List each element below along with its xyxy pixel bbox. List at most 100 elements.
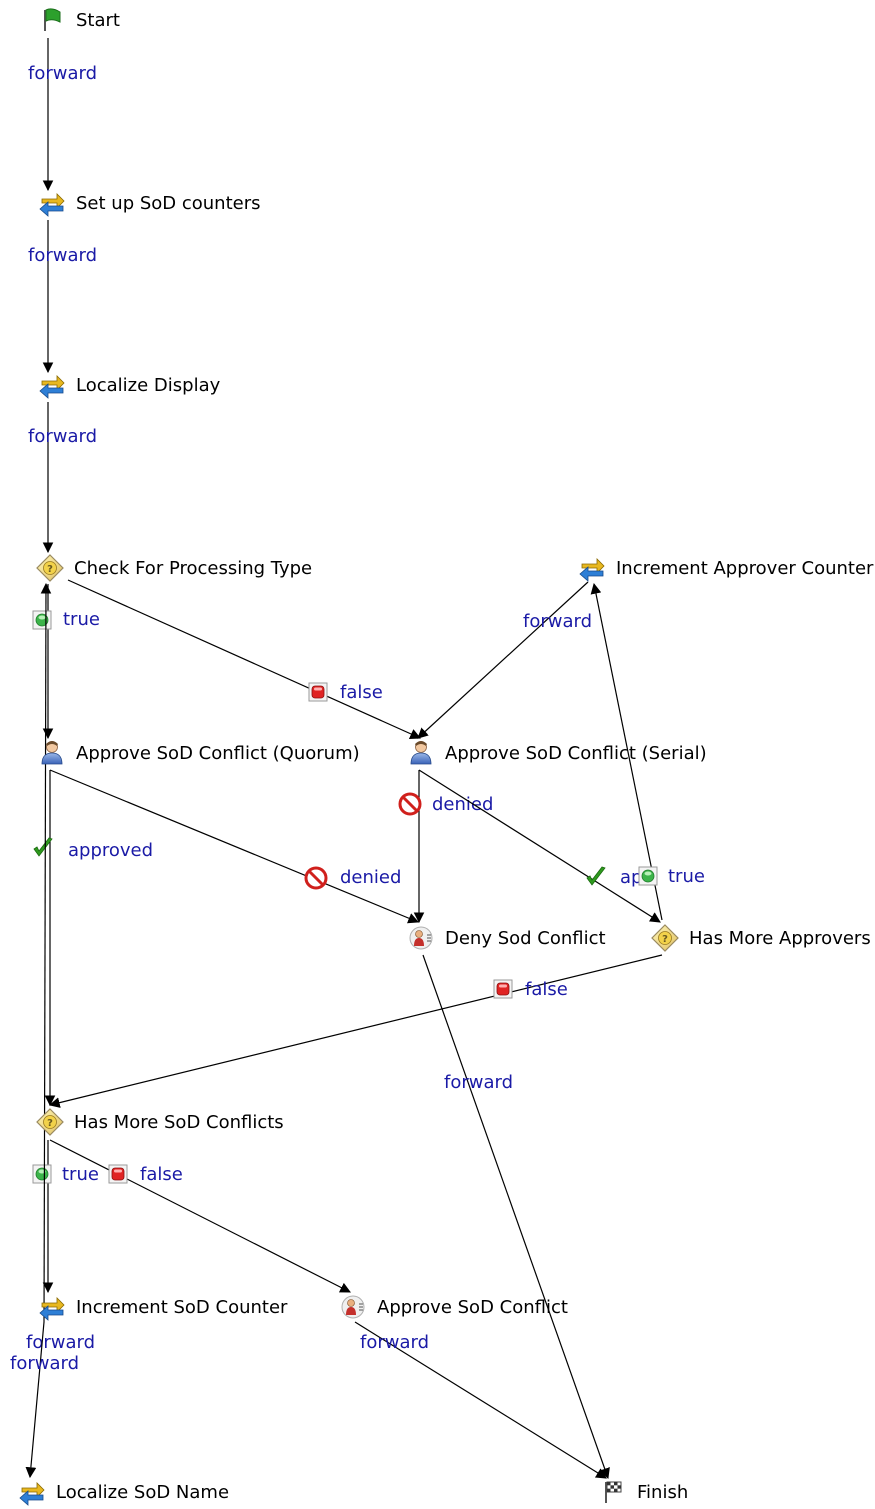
edge-label: forward xyxy=(360,1332,429,1353)
node-approve-serial[interactable]: Approve SoD Conflict (Serial) xyxy=(410,741,707,765)
false-red-icon xyxy=(493,979,513,999)
edge-approve_quorum-to-more_conflicts[interactable]: approved xyxy=(33,770,153,1107)
edge-line xyxy=(422,954,610,1480)
edge-more_conflicts-to-inc_sod[interactable]: true xyxy=(32,1140,99,1294)
node-inc-approver[interactable]: Increment Approver Counter xyxy=(579,558,874,582)
node-label: Has More SoD Conflicts xyxy=(74,1112,284,1133)
decision-question-icon: ? xyxy=(651,924,679,952)
denied-circle-icon xyxy=(398,792,422,816)
start-flag-icon xyxy=(44,8,61,31)
true-green-icon xyxy=(32,610,52,630)
user-approval-icon xyxy=(410,741,432,765)
edge-more_approvers-to-inc_approver[interactable]: true xyxy=(590,582,705,921)
svg-text:?: ? xyxy=(47,564,53,575)
node-label: Finish xyxy=(637,1482,688,1503)
edge-label: forward xyxy=(28,63,97,84)
decision-question-icon: ? xyxy=(36,1108,64,1136)
edge-more_approvers-to-more_conflicts[interactable]: false xyxy=(48,954,663,1108)
edge-inc_approver-to-approve_serial[interactable]: forward xyxy=(417,581,592,739)
edge-check_type-to-approve_quorum[interactable]: true xyxy=(32,584,100,740)
edge-approve_serial-to-deny[interactable]: denied xyxy=(398,770,493,924)
node-start[interactable]: Start xyxy=(44,8,120,31)
node-localize-display[interactable]: Localize Display xyxy=(39,375,221,399)
user-approval-icon xyxy=(41,741,63,765)
true-green-icon xyxy=(32,1164,52,1184)
edge-check_type-to-approve_serial[interactable]: false xyxy=(67,579,421,739)
edge-label: true xyxy=(63,609,100,630)
false-red-icon xyxy=(108,1164,128,1184)
svg-text:?: ? xyxy=(47,1118,53,1129)
decision-question-icon: ? xyxy=(36,554,64,582)
edge-line xyxy=(40,582,52,1323)
node-label: Start xyxy=(76,10,120,31)
edge-line xyxy=(67,579,421,739)
true-green-icon xyxy=(638,866,658,886)
edge-label: forward xyxy=(444,1072,513,1093)
script-arrows-icon xyxy=(19,1482,45,1506)
false-red-icon xyxy=(308,682,328,702)
script-arrows-icon xyxy=(39,193,65,217)
edge-label: ap xyxy=(620,867,642,888)
node-finish[interactable]: Finish xyxy=(605,1481,688,1503)
edge-label: false xyxy=(140,1164,183,1185)
user-task-icon xyxy=(409,926,433,950)
edge-label: forward xyxy=(10,1353,79,1374)
edge-line xyxy=(590,582,663,921)
edge-deny-to-finish[interactable]: forward xyxy=(422,954,610,1480)
edge-approve_serial-to-more_approvers[interactable]: ap xyxy=(418,769,661,923)
node-label: Approve SoD Conflict (Quorum) xyxy=(76,743,360,764)
edge-inc_sod-to-check_type[interactable]: forward xyxy=(26,582,95,1353)
edge-label: false xyxy=(340,682,383,703)
edge-line xyxy=(418,769,661,923)
node-label: Set up SoD counters xyxy=(76,193,261,214)
edge-approve_sod-to-finish[interactable]: forward xyxy=(354,1321,607,1479)
edge-start-to-setup[interactable]: forward xyxy=(28,38,97,192)
edge-line xyxy=(25,1321,45,1479)
edge-localize_display-to-check_type[interactable]: forward xyxy=(28,402,97,554)
edge-more_conflicts-to-approve_sod[interactable]: false xyxy=(49,1139,351,1293)
node-approve-sod[interactable]: Approve SoD Conflict xyxy=(341,1295,568,1319)
edge-line xyxy=(48,954,663,1108)
edge-label: denied xyxy=(432,794,493,815)
node-more-approvers[interactable]: Has More Approvers? xyxy=(651,924,871,952)
edge-inc_sod-to-localize_name[interactable]: forward xyxy=(10,1321,79,1479)
edge-label: denied xyxy=(340,867,401,888)
edge-label: forward xyxy=(28,245,97,266)
node-label: Deny Sod Conflict xyxy=(445,928,606,949)
node-label: Approve SoD Conflict xyxy=(377,1297,568,1318)
edge-label: true xyxy=(668,866,705,887)
edge-line xyxy=(49,769,419,924)
node-label: Increment SoD Counter xyxy=(76,1297,288,1318)
edge-label: false xyxy=(525,979,568,1000)
finish-flag-icon xyxy=(605,1481,622,1503)
edge-label: forward xyxy=(26,1332,95,1353)
edge-layer: forwardforwardforwardtruefalseforwardapp… xyxy=(10,38,705,1480)
edge-line xyxy=(49,1139,351,1293)
script-arrows-icon xyxy=(39,375,65,399)
script-arrows-icon xyxy=(579,558,605,582)
node-inc-sod[interactable]: Increment SoD Counter xyxy=(39,1297,288,1321)
edge-label: forward xyxy=(523,611,592,632)
node-setup[interactable]: Set up SoD counters xyxy=(39,193,261,217)
edge-setup-to-localize_display[interactable]: forward xyxy=(28,220,97,374)
node-check-type[interactable]: Check For Processing Type? xyxy=(36,554,312,582)
edge-line xyxy=(354,1321,607,1479)
user-task-icon xyxy=(341,1295,365,1319)
edge-label: true xyxy=(62,1164,99,1185)
approved-check-icon xyxy=(33,837,53,857)
svg-text:?: ? xyxy=(662,934,668,945)
edge-label: forward xyxy=(28,426,97,447)
edge-label: approved xyxy=(68,840,153,861)
approved-check-icon xyxy=(586,866,606,886)
node-deny[interactable]: Deny Sod Conflict xyxy=(409,926,606,950)
node-approve-quorum[interactable]: Approve SoD Conflict (Quorum) xyxy=(41,741,360,765)
node-localize-name[interactable]: Localize SoD Name xyxy=(19,1482,229,1506)
script-arrows-icon xyxy=(39,1297,65,1321)
node-more-conflicts[interactable]: Has More SoD Conflicts? xyxy=(36,1108,284,1136)
node-label: Localize SoD Name xyxy=(56,1482,229,1503)
node-label: Approve SoD Conflict (Serial) xyxy=(445,743,707,764)
edge-line xyxy=(417,581,589,739)
edge-approve_quorum-to-deny[interactable]: denied xyxy=(49,769,419,924)
